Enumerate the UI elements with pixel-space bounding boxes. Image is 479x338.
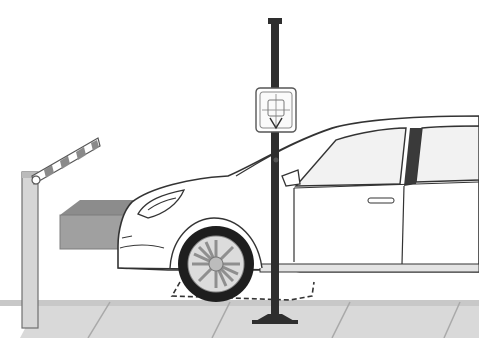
front-wheel bbox=[178, 226, 254, 302]
ground bbox=[0, 300, 479, 338]
car bbox=[117, 115, 479, 273]
ground-loop bbox=[170, 281, 315, 301]
rfid-reader-icon bbox=[255, 87, 297, 133]
barrier-arm-icon bbox=[31, 137, 101, 185]
barrier-post bbox=[21, 171, 39, 329]
